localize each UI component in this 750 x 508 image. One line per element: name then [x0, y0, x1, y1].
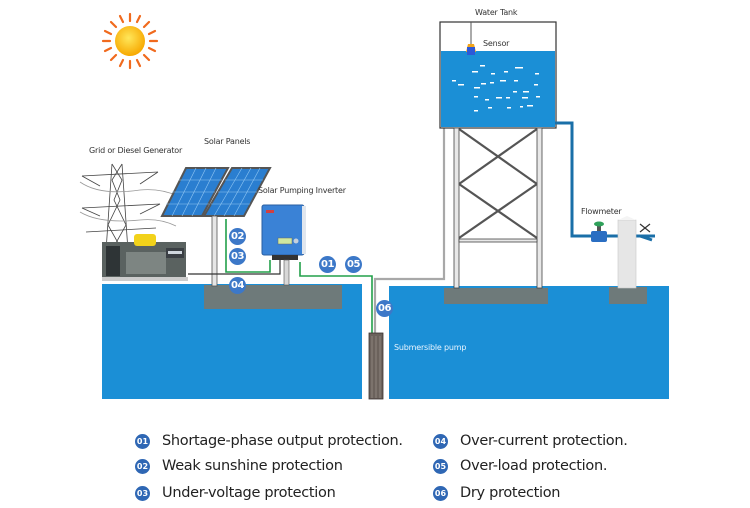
legend-badge-05: 05 — [433, 458, 448, 474]
power-tower-icon — [79, 163, 179, 281]
grid-generator-label: Grid or Diesel Generator — [89, 146, 183, 155]
legend-badge-03: 03 — [135, 485, 150, 501]
water-tank-icon — [439, 21, 557, 129]
legend-item-03: 03 Under-voltage protection — [135, 482, 336, 504]
outlet-pipe — [555, 121, 655, 242]
flowmeter-label: Flowmeter — [581, 207, 622, 216]
legend-item-02: 02 Weak sunshine protection — [135, 455, 343, 477]
legend-item-04: 04 Over-current protection. — [433, 430, 628, 452]
sun-icon — [101, 12, 159, 70]
legend-text-04: Over-current protection. — [460, 433, 628, 449]
legend-badge-02: 02 — [135, 458, 150, 474]
legend-text-05: Over-load protection. — [460, 458, 608, 474]
badge-04: 04 — [229, 277, 246, 294]
submersible-pump-label: Submersible pump — [394, 343, 467, 352]
diesel-generator-icon — [102, 234, 188, 281]
legend-text-06: Dry protection — [460, 485, 561, 501]
tap-valve-icon — [639, 223, 651, 233]
inverter-icon — [261, 204, 306, 286]
concrete-post-icon — [617, 216, 637, 289]
inverter-label: Solar Pumping Inverter — [258, 186, 346, 195]
ground-right — [389, 286, 669, 399]
water-tank-label: Water Tank — [475, 8, 518, 17]
protection-legend: 01 Shortage-phase output protection. 02 … — [135, 428, 655, 508]
legend-item-05: 05 Over-load protection. — [433, 455, 607, 477]
badge-03: 03 — [229, 248, 246, 265]
foundation-slab-tap — [609, 287, 647, 304]
legend-item-06: 06 Dry protection — [433, 482, 561, 504]
legend-badge-04: 04 — [433, 433, 448, 449]
tank-tower-icon — [453, 127, 543, 289]
legend-text-02: Weak sunshine protection — [162, 458, 343, 474]
legend-item-01: 01 Shortage-phase output protection. — [135, 430, 403, 452]
foundation-slab-inverter — [204, 285, 342, 309]
legend-text-03: Under-voltage protection — [162, 485, 336, 501]
submersible-pump-icon — [368, 332, 384, 400]
badge-06: 06 — [376, 300, 393, 317]
sensor-label: Sensor — [483, 39, 510, 48]
legend-badge-06: 06 — [433, 485, 448, 501]
solar-panels-label: Solar Panels — [204, 137, 251, 146]
foundation-slab-tower — [444, 288, 548, 304]
legend-badge-01: 01 — [135, 433, 150, 449]
badge-01: 01 — [319, 256, 336, 273]
solar-panel-icon — [160, 167, 272, 287]
badge-05: 05 — [345, 256, 362, 273]
badge-02: 02 — [229, 228, 246, 245]
legend-text-01: Shortage-phase output protection. — [162, 433, 403, 449]
flowmeter-icon — [591, 221, 607, 242]
